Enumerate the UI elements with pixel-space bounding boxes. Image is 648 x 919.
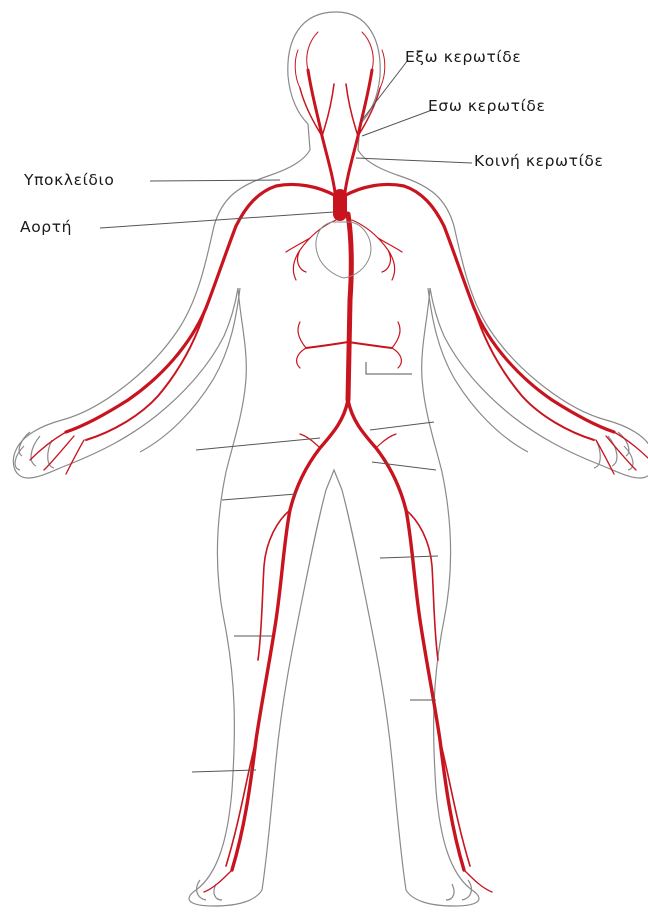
leader-unlabeled-9 <box>192 770 256 772</box>
leader-unlabeled-5 <box>222 494 296 500</box>
label-subclavian: Υποκλείδιο <box>24 171 114 189</box>
leader-aorta <box>100 212 334 228</box>
leader-unlabeled-3 <box>370 422 434 430</box>
leader-unlabeled-2 <box>196 438 320 450</box>
leader-common-carotid <box>356 158 472 163</box>
label-aorta: Αορτή <box>20 218 72 236</box>
leader-internal-carotid <box>362 110 432 136</box>
leader-subclavian <box>150 180 280 181</box>
leader-unlabeled-1 <box>366 362 412 374</box>
label-internal-carotid: Εσω κερωτίδε <box>428 97 546 115</box>
leader-unlabeled-4 <box>372 462 436 470</box>
body-outline <box>13 12 648 906</box>
heart-outline <box>316 222 371 278</box>
leader-unlabeled-6 <box>380 556 438 558</box>
label-external-carotid: Εξω κερωτίδε <box>405 48 521 66</box>
label-common-carotid: Κοινή κερωτίδε <box>474 152 603 170</box>
